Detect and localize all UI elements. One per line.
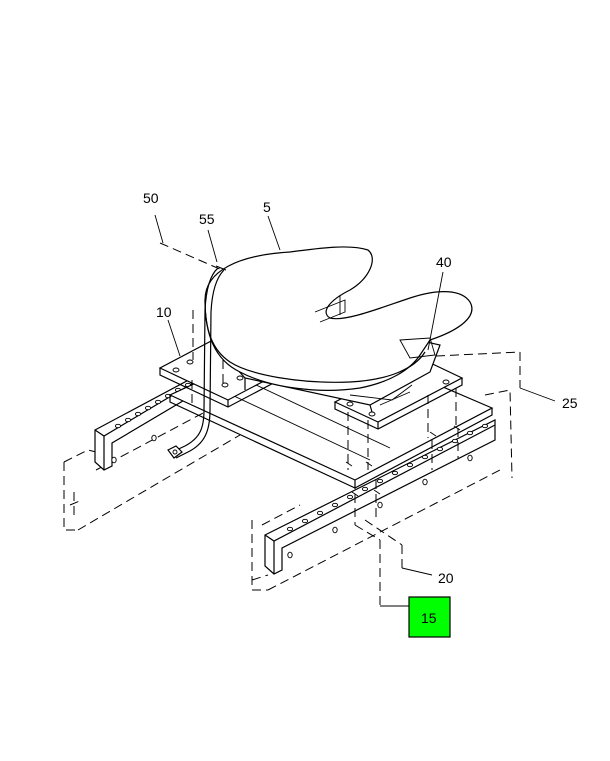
callout-50: 50 [143,190,159,206]
leader-40 [427,271,444,351]
callout-labels: 50 55 5 40 10 25 20 [143,190,578,586]
leader-55 [207,229,218,263]
callout-5: 5 [263,199,271,215]
leader-50 [159,242,223,271]
highlight-box[interactable] [408,596,451,638]
callout-10: 10 [156,304,172,320]
leader-20a [364,519,403,546]
leader-25c [519,387,556,402]
callout-40: 40 [436,254,452,270]
callout-55: 55 [199,211,215,227]
leader-5 [267,215,281,251]
callout-20: 20 [438,570,454,586]
callout-25: 25 [562,395,578,411]
release-handle [167,265,227,459]
bolt-centerlines [191,310,461,525]
callout-15: 15 [421,610,437,626]
right-angle-bracket [264,419,496,575]
leader-15a [354,524,381,541]
leader-25a [435,351,521,357]
right-bracket-holes [286,423,489,559]
leader-lines [154,214,556,607]
leader-10 [167,319,181,357]
highlight-callout-15[interactable]: 15 [408,596,451,638]
leader-20c [401,567,433,576]
leader-50-tick [154,214,164,244]
fifth-wheel-plate [204,246,473,391]
left-frame-rail [63,387,251,531]
